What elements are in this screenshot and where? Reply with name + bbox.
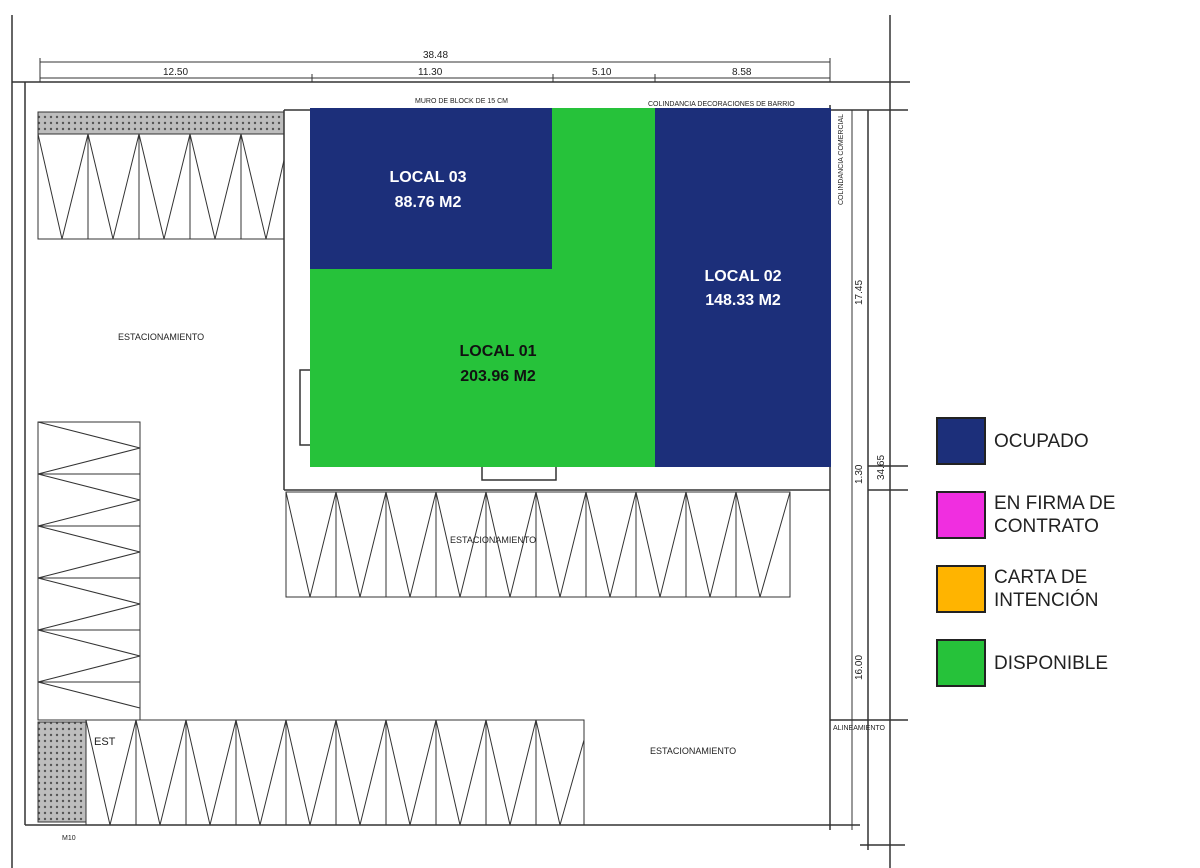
legend-swatch-available <box>936 639 986 687</box>
wall-hatch-bottom <box>37 721 87 823</box>
dimension-lines <box>39 58 853 830</box>
unit-local-03-area: 88.76 M2 <box>395 194 462 211</box>
legend-label-signing: EN FIRMA DE CONTRATO <box>994 493 1116 537</box>
neighbor-note: COLINDANCIA DECORACIONES DE BARRIO <box>648 101 795 108</box>
unit-local-02-area: 148.33 M2 <box>705 292 781 309</box>
dim-segment-2: 11.30 <box>418 67 443 78</box>
stall-tag: EST <box>94 736 116 748</box>
unit-local-03-name: LOCAL 03 <box>389 169 466 186</box>
unit-local-01-area: 203.96 M2 <box>460 368 536 385</box>
parking-label-west: ESTACIONAMIENTO <box>118 332 204 342</box>
dim-segment-4: 8.58 <box>732 67 752 78</box>
dim-right-d: 1.30 <box>854 464 865 484</box>
parking-bottom-row <box>85 719 585 826</box>
dim-segment-3: 5.10 <box>592 67 612 78</box>
dim-overall: 38.48 <box>423 50 448 61</box>
alignment-note: ALINEAMIENTO <box>833 725 886 732</box>
right-note: COLINDANCIA COMERCIAL <box>838 114 845 205</box>
legend-item-available: DISPONIBLE <box>936 637 1166 689</box>
unit-local-02 <box>655 108 831 467</box>
unit-local-02-name: LOCAL 02 <box>704 268 781 285</box>
parking-left-column <box>37 421 141 721</box>
dim-right-a: 17.45 <box>854 280 865 305</box>
legend-item-occupied: OCUPADO <box>936 415 1166 467</box>
legend-swatch-occupied <box>936 417 986 465</box>
wall-note: MURO DE BLOCK DE 15 CM <box>415 98 508 105</box>
legend-item-intent: CARTA DE INTENCIÓN <box>936 563 1166 615</box>
legend-label-occupied: OCUPADO <box>994 430 1089 452</box>
wall-hatch-top <box>37 111 285 135</box>
unit-local-01-name: LOCAL 01 <box>459 343 536 360</box>
unit-local-03 <box>310 108 552 269</box>
parking-top-left <box>37 133 285 240</box>
dim-right-b: 34.65 <box>876 455 887 480</box>
parking-label-south: ESTACIONAMIENTO <box>650 746 736 756</box>
legend-swatch-signing <box>936 491 986 539</box>
parking-center-row <box>285 491 791 598</box>
parking-label-center: ESTACIONAMIENTO <box>450 535 536 545</box>
dim-segment-1: 12.50 <box>163 67 188 78</box>
bottom-tag: M10 <box>62 835 76 842</box>
legend-label-intent: CARTA DE INTENCIÓN <box>994 567 1099 611</box>
legend-swatch-intent <box>936 565 986 613</box>
status-legend: OCUPADO EN FIRMA DE CONTRATO CARTA DE IN… <box>936 415 1166 711</box>
legend-label-available: DISPONIBLE <box>994 652 1109 674</box>
dim-right-c: 16.00 <box>854 655 865 680</box>
legend-item-signing: EN FIRMA DE CONTRATO <box>936 489 1166 541</box>
